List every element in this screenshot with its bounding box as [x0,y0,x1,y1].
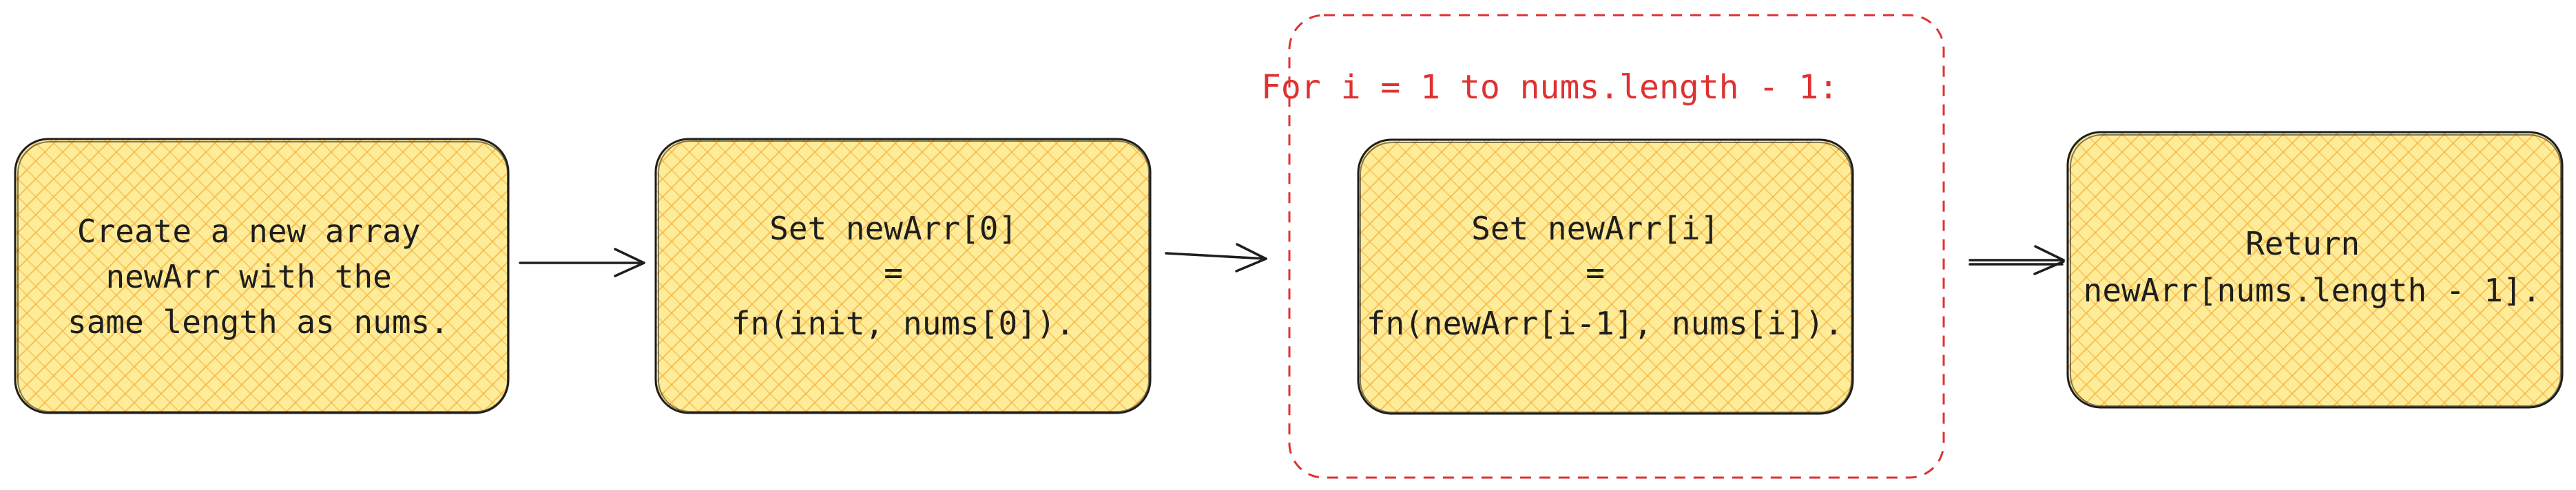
step-set-first-line-1: Set newArr[0] [769,210,1017,247]
step-return: Return newArr[nums.length - 1]. [2066,131,2564,409]
svg-text:Create a new array newAr: Create a new array newArr with the same … [67,213,449,341]
step-set-each-line-1: Set newArr[i] [1471,210,1719,247]
step-set-each: Set newArr[i] = fn(newArr[i-1], nums[i])… [1357,138,1854,415]
svg-text:Set newArr[0] = fn: Set newArr[0] = fn(init, nums[0]). [731,210,1075,342]
arrow-2 [1165,243,1267,273]
loop-frame [1288,14,1945,479]
step-set-first-line-3: fn(init, nums[0]). [731,305,1075,342]
step-create-array-line-1: Create a new array [77,213,421,250]
step-return-line-1: Return [2245,225,2360,262]
svg-text:Set newArr[i] = fn: Set newArr[i] = fn(newArr[i-1], nums[i])… [1367,210,1843,342]
step-return-line-2: newArr[nums.length - 1]. [2084,272,2542,309]
step-create-array-line-2: newArr with the [105,258,391,295]
arrow-1 [519,248,645,277]
arrow-3 [1969,245,2065,275]
step-set-first-line-2: = [884,254,903,291]
svg-text:Return newArr[nums.lengt: Return newArr[nums.length - 1]. [2084,225,2542,309]
loop-label: For i = 1 to nums.length - 1: [1261,68,1838,107]
step-set-each-line-3: fn(newArr[i-1], nums[i]). [1367,305,1843,342]
step-create-array: Create a new array newArr with the same … [14,138,510,414]
step-set-first: Set newArr[0] = fn(init, nums[0]). [654,138,1152,414]
step-set-each-line-2: = [1586,254,1605,291]
step-create-array-line-3: same length as nums. [67,303,449,341]
